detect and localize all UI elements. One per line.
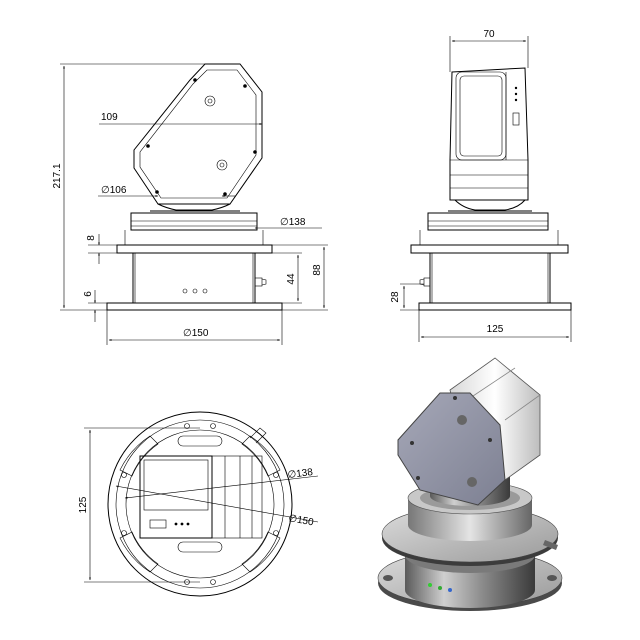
front-view: 217.1 109 ∅106 ∅138 8 44 88 6 ∅150: [52, 63, 328, 345]
dim-front-base-height: 88: [312, 264, 323, 276]
dim-side-width-top: 70: [483, 29, 495, 40]
dim-front-base-plate: 6: [83, 291, 94, 297]
dim-front-flange: 8: [86, 235, 97, 241]
dim-top-height: 125: [78, 496, 89, 513]
dim-front-dia-ring: ∅138: [280, 217, 306, 228]
dim-front-offset: 109: [101, 112, 118, 123]
dim-side-width-bottom: 125: [487, 324, 504, 335]
top-view: 125 ∅138 ∅150: [78, 411, 319, 597]
side-view: 70 28 125: [390, 29, 572, 342]
dim-top-dia-base: ∅150: [287, 513, 314, 528]
dim-front-dia-base: ∅150: [183, 328, 209, 339]
dim-side-base-height: 28: [390, 291, 401, 303]
isometric-render: [377, 357, 563, 611]
dim-top-dia-ring: ∅138: [287, 467, 314, 481]
dim-front-body-height: 44: [286, 273, 297, 285]
dim-front-height-total: 217.1: [52, 163, 63, 188]
dim-front-dia-head: ∅106: [101, 185, 127, 196]
